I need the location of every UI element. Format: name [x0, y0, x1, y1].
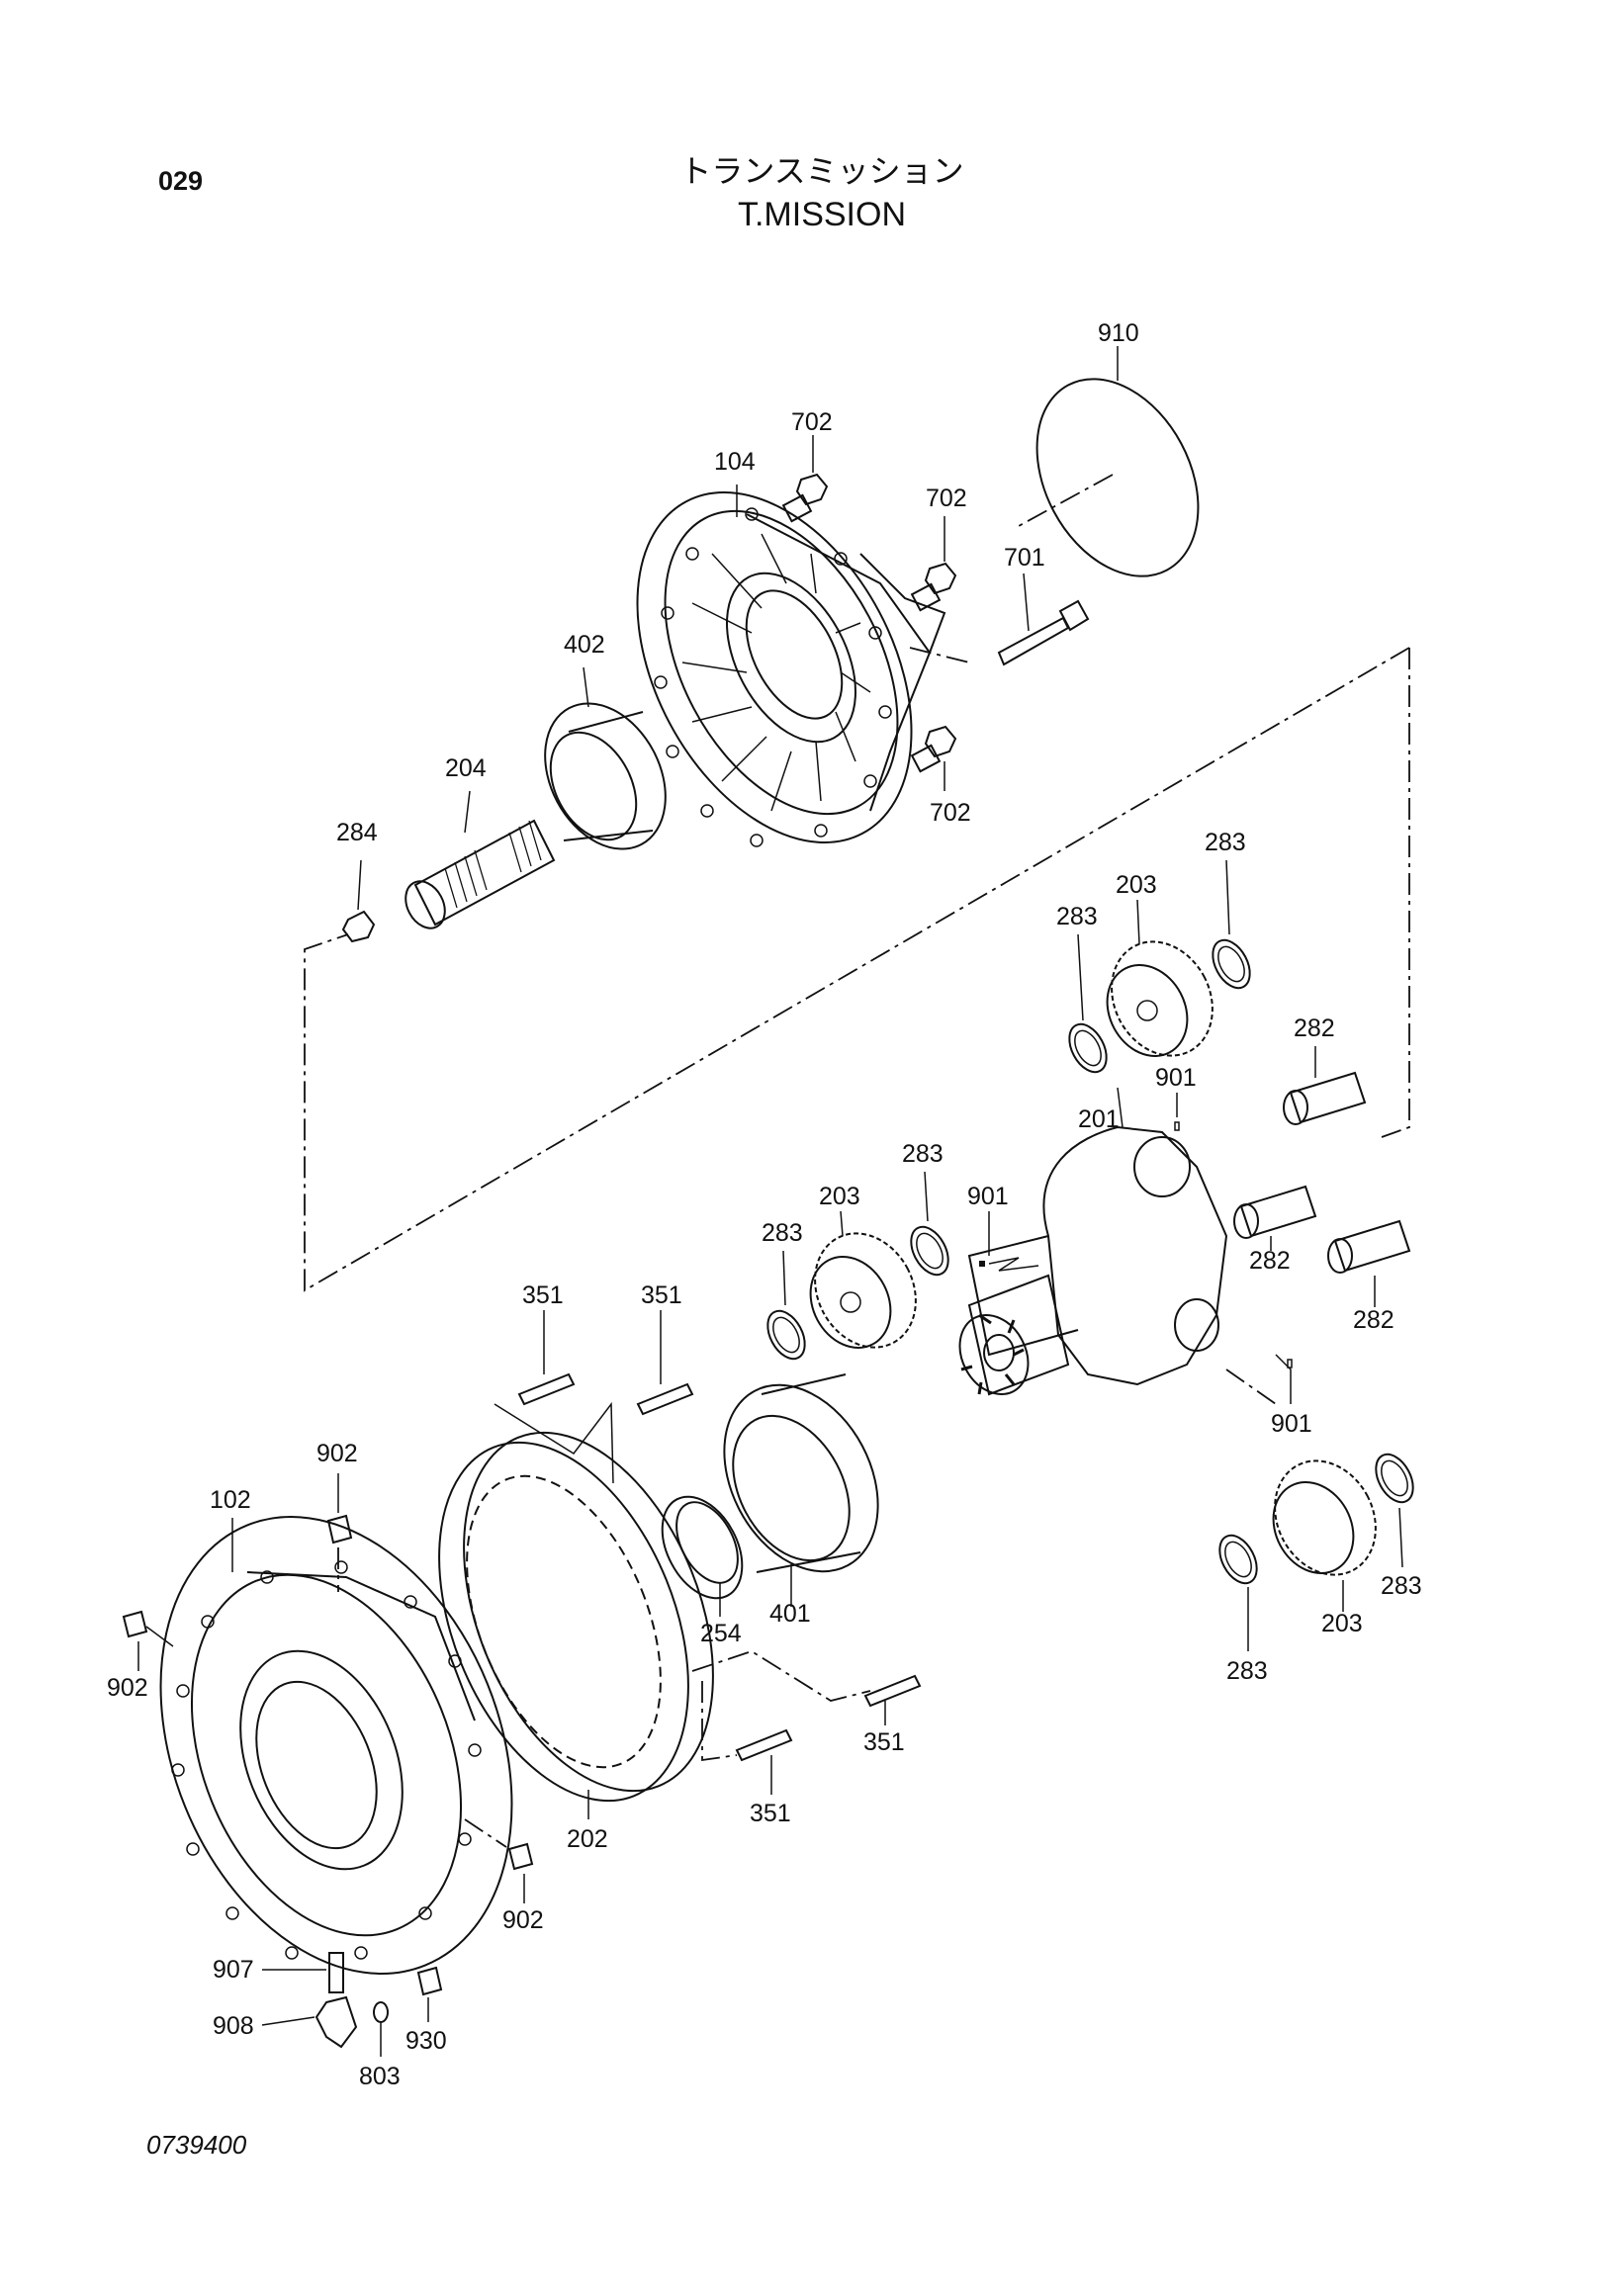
housing-104	[636, 485, 946, 847]
label-254: 254	[700, 1620, 742, 1647]
pin-282-top	[1283, 1046, 1367, 1125]
pin-282-low	[1327, 1219, 1411, 1307]
label-902-top: 902	[316, 1440, 358, 1467]
label-283-a: 283	[1056, 903, 1098, 930]
label-702-mid: 702	[926, 485, 967, 512]
label-901-top: 901	[1155, 1064, 1197, 1092]
label-351-c: 351	[863, 1728, 905, 1756]
washer-283-a	[1068, 933, 1108, 1074]
label-202: 202	[567, 1825, 608, 1853]
plug-702-top	[781, 435, 829, 523]
pin-901-group	[979, 1093, 1293, 1405]
plug-902-right	[464, 1818, 534, 1903]
label-104: 104	[714, 448, 756, 476]
washer-283-f	[1218, 1534, 1258, 1651]
plug-902-left	[122, 1610, 174, 1671]
washer-283-d	[766, 1250, 806, 1361]
label-907: 907	[213, 1956, 254, 1984]
shaft-204	[405, 790, 556, 929]
label-401: 401	[769, 1600, 811, 1628]
pin-351-c	[691, 1650, 922, 1725]
washer-283-b	[1212, 859, 1251, 990]
label-283-d: 283	[762, 1219, 803, 1247]
label-902-right: 902	[502, 1906, 544, 1934]
label-204: 204	[445, 754, 487, 782]
plug-702-mid	[910, 516, 957, 612]
washer-283-c	[910, 1171, 949, 1277]
gear-203-low	[1272, 1459, 1377, 1612]
label-803: 803	[359, 2063, 401, 2090]
bearing-402	[544, 666, 667, 850]
label-902-left: 902	[107, 1674, 148, 1702]
label-201: 201	[1078, 1105, 1120, 1133]
pin-282-mid	[1233, 1185, 1317, 1251]
label-930: 930	[405, 2027, 447, 2055]
plug-902-top	[326, 1473, 353, 1592]
label-203-low: 203	[1321, 1610, 1363, 1637]
label-282-top: 282	[1294, 1015, 1335, 1042]
bearing-401	[723, 1373, 879, 1607]
title-english: T.MISSION	[737, 196, 907, 233]
label-283-c: 283	[902, 1140, 944, 1168]
label-402: 402	[564, 631, 605, 659]
label-284: 284	[336, 819, 378, 846]
label-283-f: 283	[1226, 1657, 1268, 1685]
bolt-701	[997, 573, 1090, 666]
label-282-low: 282	[1353, 1306, 1394, 1334]
label-282-mid: 282	[1249, 1247, 1291, 1275]
gear-203-top	[1106, 899, 1214, 1057]
callout-labels: 910 702 104 702 701 402 702 204 284 283 …	[107, 319, 1422, 2090]
assembly-centerline	[304, 647, 1410, 1292]
label-102: 102	[210, 1486, 251, 1514]
plug-284	[341, 859, 376, 943]
pin-351-b	[636, 1310, 694, 1416]
ring-gear-202	[438, 1401, 714, 1819]
drum-102	[159, 1516, 513, 1975]
label-901-mid: 901	[967, 1183, 1009, 1210]
plug-930	[416, 1966, 443, 2022]
label-901-low: 901	[1271, 1410, 1312, 1438]
label-203-top: 203	[1116, 871, 1157, 899]
label-203-mid: 203	[819, 1183, 860, 1210]
plug-702-low	[910, 725, 957, 791]
output-spline	[958, 1274, 1070, 1396]
title-japanese: トランスミッション	[679, 153, 964, 189]
fitting-907	[262, 1952, 344, 1993]
label-283-e: 283	[1381, 1572, 1422, 1600]
label-701: 701	[1004, 544, 1045, 572]
label-351-d: 351	[750, 1800, 791, 1827]
o-ring-910	[1018, 346, 1200, 577]
label-702-low: 702	[930, 799, 971, 827]
label-702-top: 702	[791, 408, 833, 436]
label-908: 908	[213, 2012, 254, 2040]
carrier-201	[967, 1087, 1228, 1386]
pin-351-a	[517, 1310, 576, 1406]
elbow-908	[261, 1995, 358, 2049]
label-351-b: 351	[641, 1281, 682, 1309]
washer-283-e	[1375, 1453, 1414, 1568]
page-number: 029	[158, 166, 204, 196]
pin-351-d	[701, 1681, 793, 1795]
label-351-a: 351	[522, 1281, 564, 1309]
drawing-code: 0739400	[146, 2130, 247, 2160]
label-910: 910	[1098, 319, 1139, 347]
label-283-b: 283	[1205, 829, 1246, 856]
gear-203-mid	[809, 1210, 917, 1349]
o-ring-803	[373, 2001, 389, 2057]
